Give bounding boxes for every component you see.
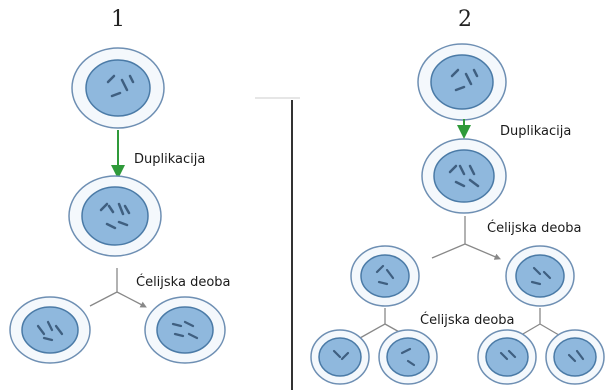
cell <box>378 329 438 385</box>
cell <box>68 175 162 257</box>
division-split-4 <box>515 308 564 338</box>
cell <box>71 47 165 129</box>
cell <box>144 296 226 364</box>
cell-division-label-3: Ćelijska deoba <box>420 312 515 328</box>
cell <box>421 138 507 214</box>
cell <box>350 245 420 307</box>
division-split-1 <box>89 268 144 306</box>
duplication-label-2: Duplikacija <box>500 124 571 139</box>
panel-1-number: 1 <box>111 7 125 32</box>
cell-division-label-2: Ćelijska deoba <box>487 220 582 236</box>
cell <box>505 245 575 307</box>
cell <box>417 43 507 121</box>
panel-2-number: 2 <box>458 7 472 32</box>
duplication-label-1: Duplikacija <box>134 152 205 167</box>
cell <box>9 296 91 364</box>
division-split-2 <box>431 216 498 258</box>
cell <box>545 329 605 385</box>
cell <box>310 329 370 385</box>
cell <box>477 329 537 385</box>
cell-division-label-1: Ćelijska deoba <box>136 274 231 290</box>
